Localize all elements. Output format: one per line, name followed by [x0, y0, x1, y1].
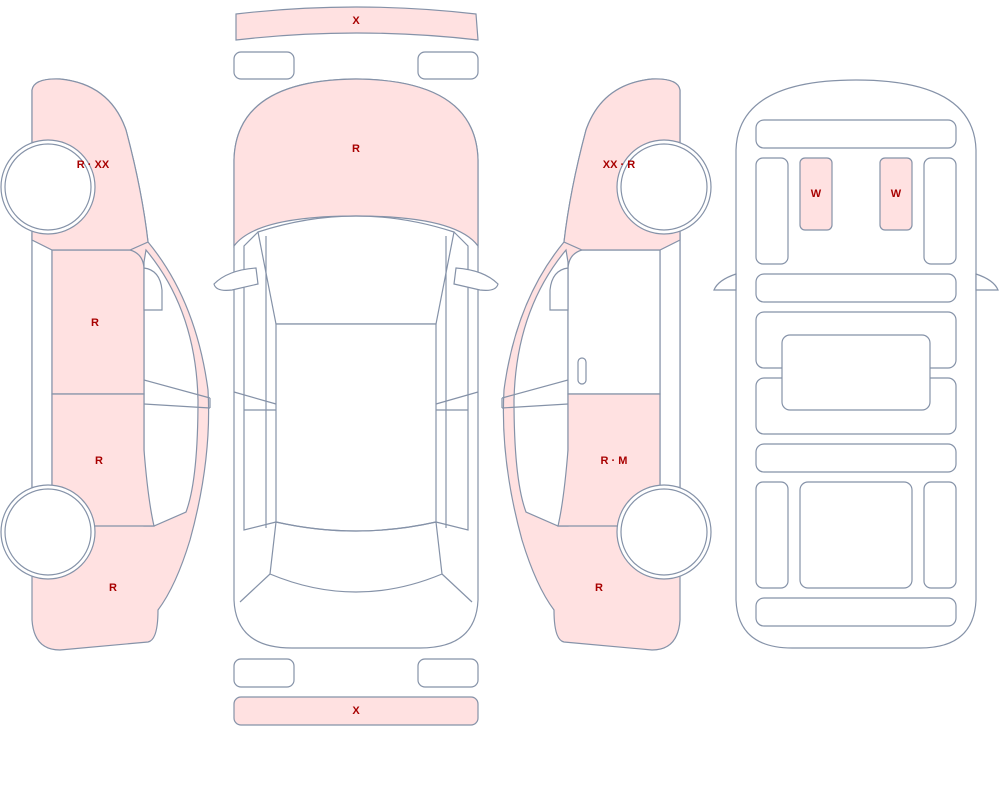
left-rear-quarter-label: R	[109, 582, 117, 594]
right-front-fender-label: XX · R	[603, 159, 635, 171]
right-side-mirror[interactable]	[549, 267, 569, 311]
roof-panel[interactable]	[275, 323, 437, 532]
left-front-door-label: R	[91, 317, 99, 329]
rear-window	[269, 521, 443, 593]
left-front-wheel	[0, 139, 96, 235]
rear-bumper-panel[interactable]	[233, 696, 479, 726]
front-seat-backrest[interactable]	[755, 273, 957, 303]
left-headlight[interactable]	[233, 51, 295, 80]
interior-view: W W	[713, 79, 999, 649]
right-front-door-panel[interactable]	[567, 249, 661, 395]
right-taillight[interactable]	[417, 658, 479, 688]
trunk-area[interactable]	[755, 597, 957, 627]
left-front-door-panel[interactable]	[51, 249, 145, 395]
windshield	[257, 215, 455, 325]
right-headlight[interactable]	[417, 51, 479, 80]
left-side-view: R · XX R R R	[0, 78, 211, 651]
dashboard[interactable]	[755, 119, 957, 149]
front-bumper-panel[interactable]	[235, 6, 479, 41]
left-mirror[interactable]	[213, 267, 259, 291]
left-front-fender-label: R · XX	[77, 159, 110, 171]
front-seat-right[interactable]	[879, 157, 913, 231]
right-rear-quarter-label: R	[595, 582, 603, 594]
rear-bumper-label: X	[352, 705, 360, 717]
front-seat-right-label: W	[891, 188, 902, 200]
left-rear-door-label: R	[95, 455, 103, 467]
hood-panel[interactable]	[233, 78, 479, 248]
center-console[interactable]	[781, 334, 931, 411]
rear-left-door-trim[interactable]	[755, 481, 789, 589]
left-taillight[interactable]	[233, 658, 295, 688]
right-door-handle	[577, 357, 587, 385]
right-side-view: XX · R R · M R	[501, 78, 712, 651]
right-front-wheel	[616, 139, 712, 235]
rear-seat-backrest[interactable]	[755, 443, 957, 473]
right-windows	[513, 248, 569, 527]
left-rear-door-panel[interactable]	[51, 393, 155, 527]
front-seat-left[interactable]	[799, 157, 833, 231]
left-rocker-panel	[31, 233, 53, 497]
top-view: X R X	[213, 6, 499, 726]
left-side-mirror[interactable]	[143, 267, 163, 311]
right-rear-door-panel[interactable]	[557, 393, 661, 527]
rear-bench-seat[interactable]	[799, 481, 913, 589]
hood-label: R	[352, 143, 360, 155]
rear-right-door-trim[interactable]	[923, 481, 957, 589]
front-seat-left-label: W	[811, 188, 822, 200]
front-left-door-trim[interactable]	[755, 157, 789, 265]
right-rear-door-label: R · M	[601, 455, 628, 467]
right-rear-wheel	[616, 484, 712, 580]
front-right-door-trim[interactable]	[923, 157, 957, 265]
right-mirror[interactable]	[453, 267, 499, 291]
right-rocker-panel	[659, 233, 681, 497]
left-windows	[143, 248, 199, 527]
left-rear-wheel	[0, 484, 96, 580]
front-bumper-label: X	[352, 15, 360, 27]
